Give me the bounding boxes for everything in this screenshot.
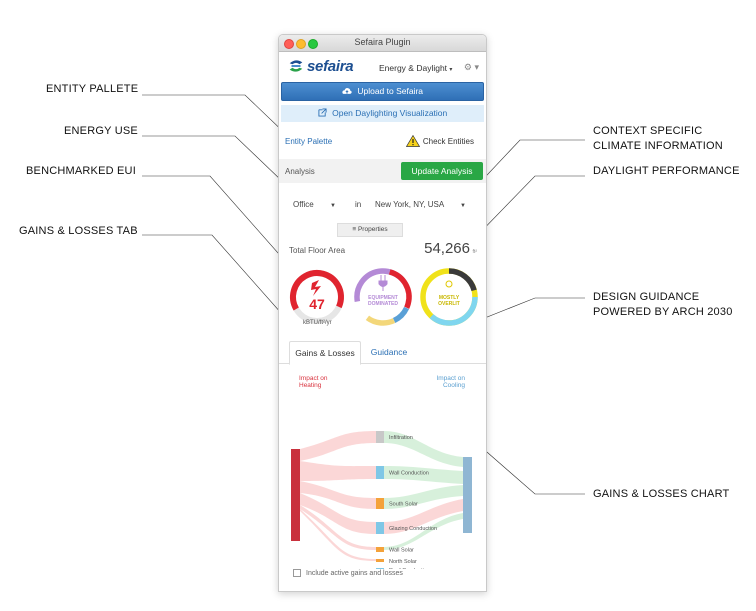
callout-design-line2: POWERED BY ARCH 2030	[593, 306, 733, 318]
energy-segment-heating	[354, 268, 412, 326]
sankey-node-wall-solar[interactable]	[376, 547, 384, 552]
settings-gear-icon[interactable]: ⚙ ▾	[463, 62, 479, 72]
callout-energy-use: ENERGY USE	[64, 125, 138, 137]
floor-area-label: Total Floor Area	[289, 246, 346, 255]
daylight-segment-well-lit	[420, 268, 478, 326]
upload-button-label: Upload to Sefaira	[357, 86, 424, 96]
impact-cooling-line1: Impact on	[436, 375, 465, 382]
callout-gains-losses-tab: GAINS & LOSSES TAB	[19, 225, 138, 237]
daylight-segment-underlit	[420, 268, 478, 326]
callout-design-guidance: DESIGN GUIDANCE POWERED BY ARCH 2030	[593, 290, 733, 320]
callout-entity-pallete: ENTITY PALLETE	[46, 83, 139, 95]
callout-context-climate: CONTEXT SPECIFIC CLIMATE INFORMATION	[593, 124, 723, 154]
daylight-gauge[interactable]: MOSTLY OVERLIT	[420, 268, 478, 326]
callout-design-line1: DESIGN GUIDANCE	[593, 291, 700, 303]
impact-heating-line2: Heating	[299, 382, 322, 389]
callout-gains-losses-chart: GAINS & LOSSES CHART	[593, 488, 730, 500]
daylight-label-line1: MOSTLY	[439, 295, 460, 301]
impact-cooling-line2: Cooling	[443, 382, 465, 389]
sankey-label-north-solar: North Solar	[389, 559, 417, 565]
plug-icon	[378, 275, 388, 291]
location-value: New York, NY, USA	[375, 200, 444, 209]
location-select[interactable]: New York, NY, USA ▼	[375, 200, 466, 209]
in-label: in	[355, 200, 362, 209]
cloud-upload-icon	[342, 88, 352, 94]
heating-bar	[291, 449, 300, 541]
eui-unit: kBTU/ft²/yr	[303, 320, 332, 326]
energy-use-label-line2: DOMINATED	[368, 301, 398, 307]
sankey-node-glazing-conduction[interactable]	[376, 522, 384, 534]
entity-palette-link[interactable]: Entity Palette	[285, 137, 333, 146]
plugin-window: Sefaira Plugin sefaira Energy & Daylight…	[278, 34, 487, 592]
title-bar[interactable]: Sefaira Plugin	[279, 35, 486, 52]
daylight-label-line2: OVERLIT	[438, 301, 460, 307]
cooling-bar	[463, 457, 472, 533]
building-type-select[interactable]: Office ▼	[293, 200, 336, 209]
entity-row: Entity Palette Check Entities	[279, 133, 486, 149]
chevron-down-icon: ▾	[449, 67, 453, 73]
sankey-label-roof-conduction: Roof Conduction	[389, 568, 430, 569]
gains-losses-chart[interactable]: Impact on Heating Impact on Cooling Infi…	[279, 369, 486, 569]
daylight-visualization-label: Open Daylighting Visualization	[332, 108, 448, 118]
result-tabs: Gains & Losses Guidance	[279, 339, 486, 365]
sankey-label-glazing-conduction: Glazing Conduction	[389, 526, 437, 532]
sankey-node-wall-conduction[interactable]	[376, 466, 384, 479]
impact-heating-line1: Impact on	[299, 375, 328, 382]
callout-context-line2: CLIMATE INFORMATION	[593, 140, 723, 152]
window-title: Sefaira Plugin	[354, 37, 411, 47]
plugin-header: sefaira Energy & Daylight ▾ ⚙ ▾	[279, 57, 486, 79]
daylight-visualization-button[interactable]: Open Daylighting Visualization	[281, 105, 484, 122]
check-entities-button[interactable]: Check Entities	[405, 135, 474, 147]
logo-text: sefaira	[307, 57, 354, 75]
sefaira-logo: sefaira	[287, 57, 354, 75]
energy-use-gauge[interactable]: EQUIPMENT DOMINATED	[348, 265, 417, 332]
sankey-flows	[300, 431, 463, 561]
building-type-value: Office	[293, 200, 314, 209]
warning-icon	[405, 135, 420, 147]
sankey-label-infiltration: Infiltration	[389, 435, 413, 441]
callout-daylight-performance: DAYLIGHT PERFORMANCE	[593, 165, 740, 177]
tab-gains-losses[interactable]: Gains & Losses	[289, 341, 361, 365]
eui-gauge[interactable]: 47	[284, 265, 350, 330]
chevron-down-icon: ▼	[329, 203, 336, 209]
tab-guidance[interactable]: Guidance	[370, 347, 408, 357]
mode-dropdown[interactable]: Energy & Daylight ▾	[379, 63, 452, 73]
sankey-node-north-solar[interactable]	[376, 559, 384, 562]
minimize-window-button[interactable]	[296, 39, 306, 49]
building-location-row: Office ▼ in New York, NY, USA ▼	[279, 197, 486, 211]
sankey-node-south-solar[interactable]	[376, 498, 384, 509]
sankey-label-south-solar: South Solar	[389, 502, 418, 508]
lightning-icon	[311, 280, 321, 296]
include-active-row[interactable]: Include active gains and losses	[293, 569, 403, 577]
upload-button[interactable]: Upload to Sefaira	[281, 82, 484, 101]
energy-segment-lighting	[354, 268, 412, 326]
zoom-window-button[interactable]	[308, 39, 318, 49]
mode-dropdown-label: Energy & Daylight	[379, 63, 448, 73]
check-entities-label: Check Entities	[422, 136, 474, 146]
sun-icon	[445, 280, 453, 288]
sankey-label-wall-conduction: Wall Conduction	[389, 471, 429, 477]
sefaira-logo-icon	[289, 60, 303, 72]
sankey-node-roof-conduction[interactable]	[376, 568, 384, 569]
eui-value: 47	[309, 296, 325, 312]
include-active-checkbox[interactable]	[293, 569, 301, 577]
gauges: 47 EQUIPMENT DOMINATED MOSTLY OVERLIT	[284, 265, 478, 332]
analysis-label: Analysis	[285, 167, 315, 176]
update-analysis-button[interactable]: Update Analysis	[401, 162, 483, 180]
callout-context-line1: CONTEXT SPECIFIC	[593, 125, 703, 137]
external-link-icon	[318, 108, 327, 117]
floor-area-value: 54,266	[424, 240, 470, 257]
chevron-down-icon: ▼	[460, 203, 466, 209]
properties-button[interactable]: ≡ Properties	[337, 223, 403, 237]
sankey-node-infiltration[interactable]	[376, 431, 384, 443]
close-window-button[interactable]	[284, 39, 294, 49]
floor-area-unit: ft²	[472, 249, 477, 255]
callout-benchmarked-eui: BENCHMARKED EUI	[26, 165, 136, 177]
energy-use-label-line1: EQUIPMENT	[368, 295, 398, 301]
sankey-label-wall-solar: Wall Solar	[389, 548, 414, 554]
analysis-bar: Analysis Update Analysis	[279, 159, 486, 183]
include-active-label: Include active gains and losses	[306, 569, 403, 577]
